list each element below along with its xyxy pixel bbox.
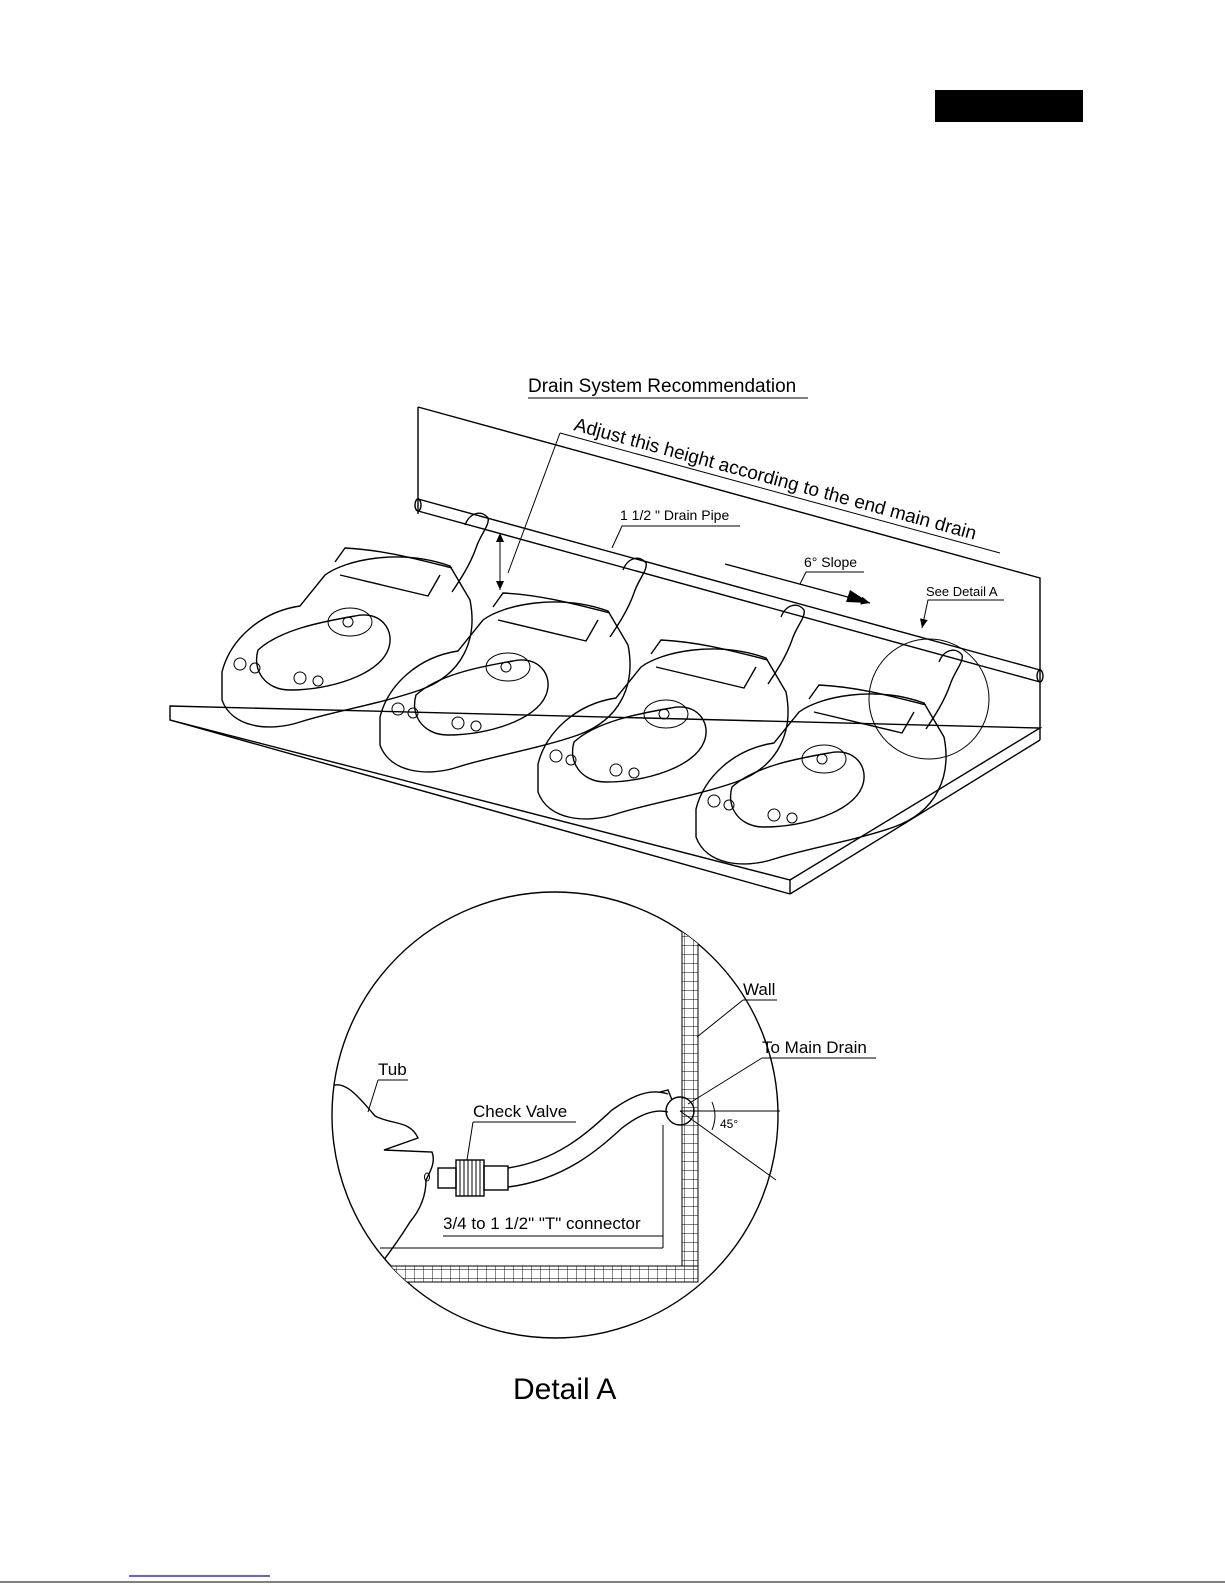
tub-2 — [380, 558, 646, 772]
check-valve — [438, 1160, 508, 1196]
detail-title: Detail A — [513, 1373, 616, 1406]
tub-side — [332, 1085, 433, 1265]
floor-slab — [170, 706, 1040, 880]
tub-3 — [538, 605, 804, 819]
tub-label: Tub — [378, 1060, 407, 1079]
pipe-label: 1 1/2 " Drain Pipe — [612, 507, 740, 548]
tub-1 — [222, 513, 488, 727]
floor-section — [300, 1266, 698, 1282]
height-note-text: Adjust this height according to the end … — [572, 415, 979, 545]
wall-label: Wall — [743, 980, 775, 999]
valve-label: Check Valve — [473, 1102, 567, 1121]
angle-label: 45° — [720, 1117, 738, 1131]
detail-circle — [869, 639, 989, 759]
connector-label: 3/4 to 1 1/2" "T" connector — [443, 1214, 641, 1233]
overview-illustration: Drain System Recommendation Adjust this … — [170, 376, 1043, 894]
detail-callout-text: See Detail A — [926, 584, 998, 599]
pipe-label-text: 1 1/2 " Drain Pipe — [620, 507, 729, 523]
slope-indicator: 6° Slope — [725, 554, 870, 603]
main-drain-label: To Main Drain — [762, 1038, 867, 1057]
detail-callout: See Detail A — [869, 584, 1004, 759]
wall-section — [682, 880, 698, 1280]
slope-label-text: 6° Slope — [804, 554, 857, 570]
detail-a-illustration: 45° Wall To Main Drain Tub Check Valve 3… — [300, 880, 876, 1406]
tub-4 — [696, 650, 962, 864]
height-note: Adjust this height according to the end … — [500, 415, 1000, 590]
redaction-bar — [935, 90, 1083, 122]
overview-title: Drain System Recommendation — [528, 376, 796, 397]
